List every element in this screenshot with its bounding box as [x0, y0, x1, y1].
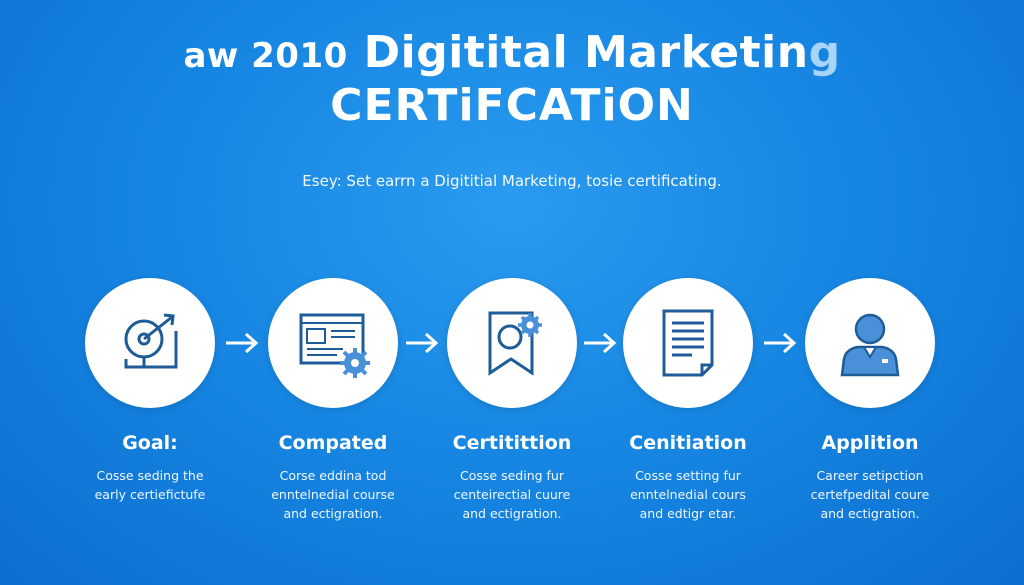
desc-line: Cosse seding fur — [460, 468, 564, 483]
title-line-2: CERTiFCATiON — [330, 79, 694, 131]
arrow-right-icon — [764, 332, 797, 354]
desc-line: Corse eddina tod — [279, 468, 387, 483]
course-screen-gear-icon — [299, 313, 370, 378]
step-compated: Compated Corse eddina tod enntelnedial c… — [243, 278, 423, 523]
arrow-right-icon — [584, 332, 617, 354]
step-applition: Applition Career setipction certefpedita… — [780, 278, 960, 523]
person-profile-icon — [840, 313, 900, 377]
step-goal: Goal: Cosse seding the early certiefictu… — [60, 278, 240, 504]
title-line-1: aw 2010 Digitital Marketing — [0, 27, 1024, 79]
step-title: Applition — [821, 432, 919, 454]
step-description: Cosse seding fur centeirectial cuure and… — [422, 466, 602, 523]
step-circle — [805, 278, 935, 408]
step-title: Cenitiation — [629, 432, 747, 454]
desc-line: certefpedital coure — [810, 487, 930, 502]
step-title: Certitittion — [452, 432, 572, 454]
arrow-right-icon — [226, 332, 259, 354]
desc-line: and edtigr etar. — [639, 506, 737, 521]
step-description: Corse eddina tod enntelnedial course and… — [243, 466, 423, 523]
desc-line: centeirectial cuure — [453, 487, 571, 502]
step-cenitiation: Cenitiation Cosse setting fur enntelnedi… — [598, 278, 778, 523]
step-circle — [85, 278, 215, 408]
desc-line: and ectigration. — [462, 506, 562, 521]
step-description: Cosse setting fur enntelnedial cours and… — [598, 466, 778, 523]
step-certitittion: Certitittion Cosse seding fur centeirect… — [422, 278, 602, 523]
title-main: Digitital Marketin — [363, 27, 809, 78]
title-prefix: aw 2010 — [183, 36, 348, 76]
certificate-badge-icon — [488, 311, 542, 376]
title-faded-letter: g — [808, 27, 841, 78]
desc-line: enntelnedial course — [271, 487, 395, 502]
step-description: Career setipction certefpedital coure an… — [780, 466, 960, 523]
step-title: Goal: — [122, 432, 178, 454]
step-title: Compated — [278, 432, 388, 454]
document-icon — [662, 309, 714, 377]
arrow-right-icon — [406, 332, 439, 354]
process-steps: Goal: Cosse seding the early certiefictu… — [0, 278, 1024, 521]
goal-target-icon — [124, 313, 178, 369]
page-title: aw 2010 Digitital Marketing CERTiFCATiON — [0, 27, 1024, 131]
desc-line: Career setipction — [816, 468, 924, 483]
desc-line: early certiefictufe — [94, 487, 206, 502]
step-circle — [268, 278, 398, 408]
step-description: Cosse seding the early certiefictufe — [60, 466, 240, 504]
desc-line: Cosse setting fur — [635, 468, 741, 483]
subtitle: Esey: Set earrn a Digititial Marketing, … — [302, 172, 722, 190]
step-circle — [623, 278, 753, 408]
desc-line: enntelnedial cours — [630, 487, 746, 502]
step-circle — [447, 278, 577, 408]
desc-line: and ectigration. — [283, 506, 383, 521]
desc-line: Cosse seding the — [96, 468, 204, 483]
desc-line: and ectigration. — [820, 506, 920, 521]
